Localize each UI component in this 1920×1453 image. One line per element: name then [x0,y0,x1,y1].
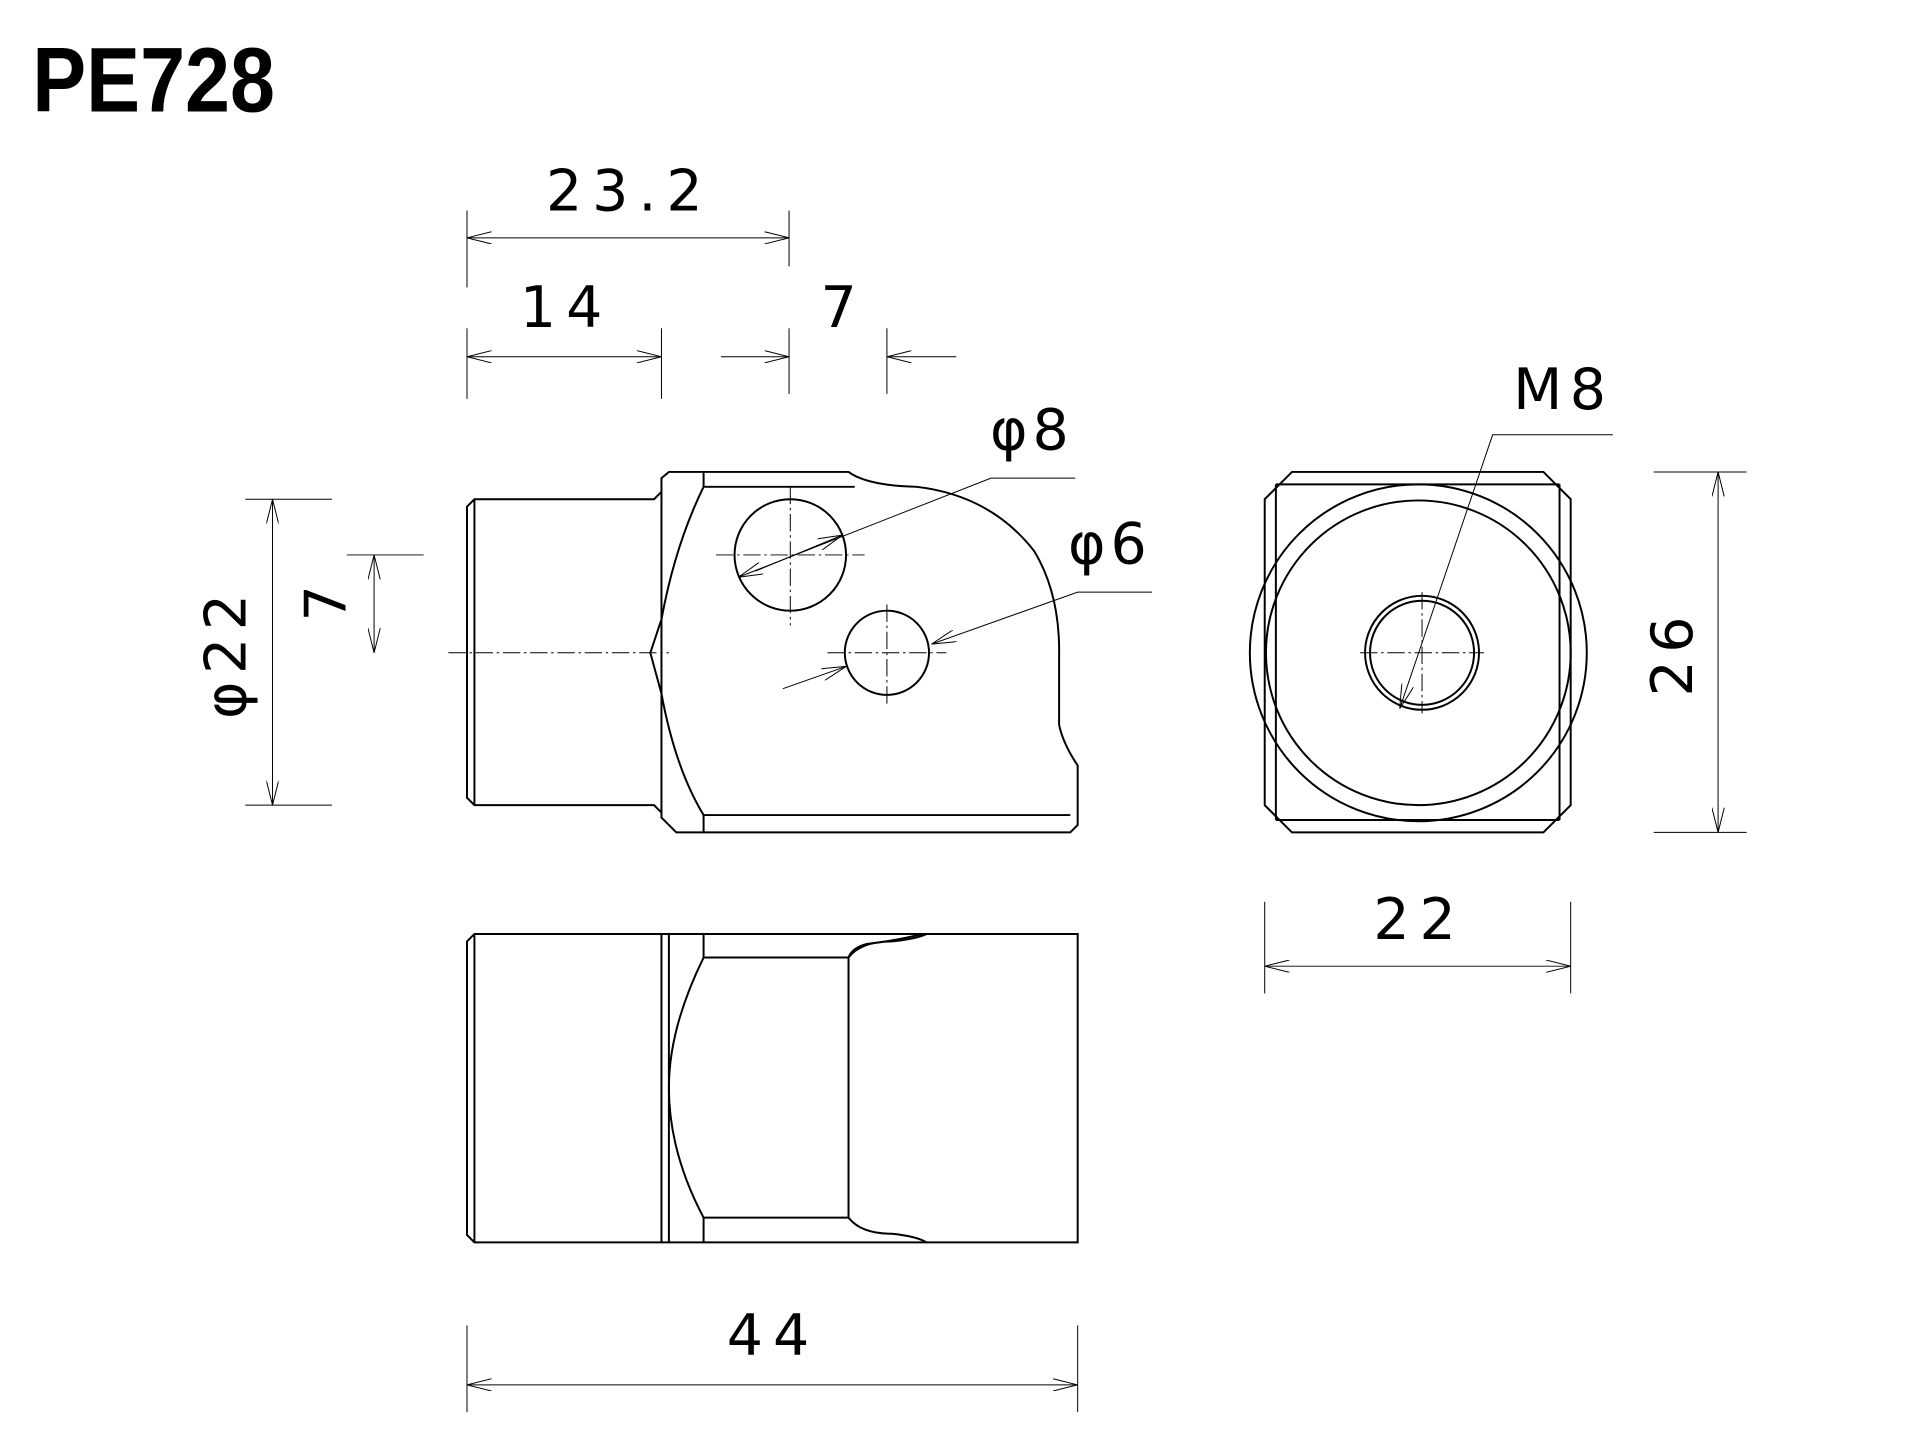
dimension-7-horizontal: 7 [720,275,957,394]
front-view [1248,470,1588,834]
dimension-m8: M8 [1400,357,1613,709]
dimension-label: φ22 [193,587,259,719]
dimension-phi22: φ22 [193,498,332,806]
top-view [466,932,1079,1244]
dimension-26: 26 [1640,471,1747,833]
dimension-label: φ8 [990,398,1074,464]
dimension-label: 26 [1640,609,1706,696]
dimension-label: 23.2 [546,159,712,225]
side-view [448,470,1079,834]
dimension-phi6: φ6 [782,512,1152,690]
dimension-label: M8 [1513,357,1613,423]
dimension-label: 7 [820,275,856,341]
part-number-title: PE728 [32,29,275,131]
dimension-phi8: φ8 [738,398,1076,578]
dimension-label: 44 [727,1303,819,1369]
dimension-22: 22 [1264,887,1572,994]
dimension-7-vertical: 7 [294,554,424,653]
dimension-14: 14 [466,275,662,399]
dimension-23-2: 23.2 [466,159,790,288]
dimension-label: 22 [1373,887,1465,953]
dimension-label: φ6 [1068,512,1152,578]
dimension-44: 44 [466,1303,1079,1413]
dimension-label: 14 [520,275,612,341]
dimension-label: 7 [294,585,360,621]
